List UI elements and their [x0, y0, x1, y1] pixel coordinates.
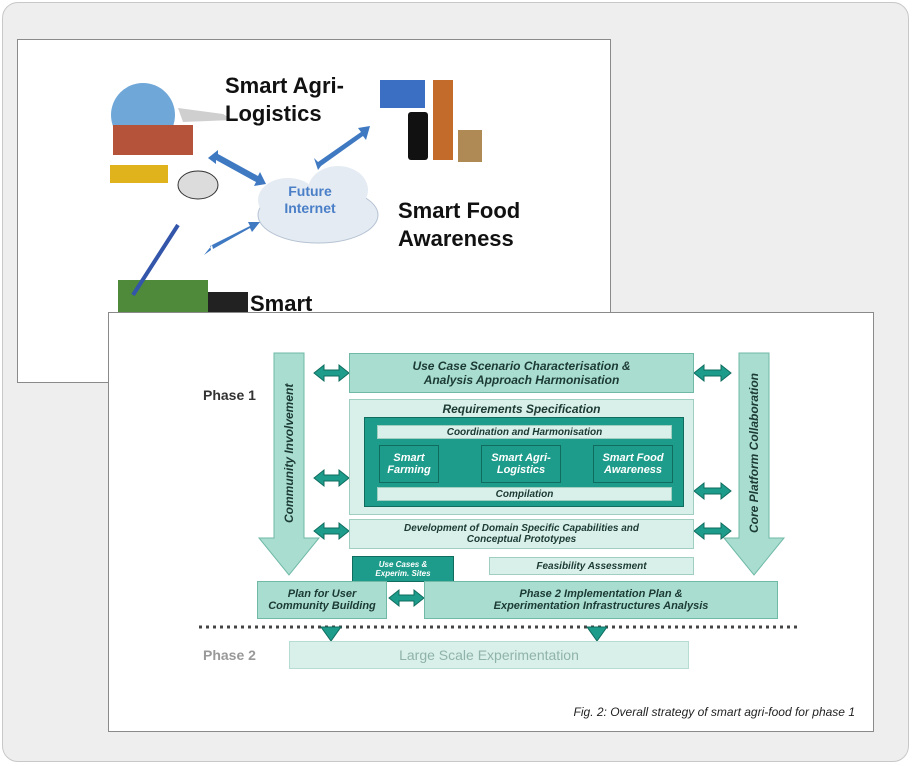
coordination-bar: Coordination and Harmonisation: [377, 425, 672, 439]
development-box: Development of Domain Specific Capabilit…: [349, 519, 694, 549]
airplane-icon: [178, 108, 233, 122]
mouse-icon: [177, 170, 219, 200]
figure-graphics: [199, 352, 799, 642]
container-icon: [113, 125, 193, 155]
smart-agri-logistics-box: Smart Agri-Logistics: [481, 445, 561, 483]
grocery-bag-icon: [458, 130, 482, 162]
truck-icon: [110, 165, 168, 183]
figure-caption: Fig. 2: Overall strategy of smart agri-f…: [573, 705, 855, 719]
strategy-figure: Phase 1 Phase 2 Community Involvement Co…: [108, 312, 874, 732]
use-case-box: Use Case Scenario Characterisation &Anal…: [349, 353, 694, 393]
large-scale-box: Large Scale Experimentation: [289, 641, 689, 669]
compilation-bar: Compilation: [377, 487, 672, 501]
double-arrow-icon: [204, 126, 370, 255]
shopper-icon: [433, 80, 453, 160]
experimentation-sites-box: Use Cases &Experim. Sites: [352, 556, 454, 582]
core-platform-label: Core Platform Collaboration: [747, 372, 761, 533]
credit-card-icon: [380, 80, 425, 108]
phase1-label: Phase 1: [203, 387, 256, 403]
smartphone-icon: [408, 112, 428, 160]
feasibility-box: Feasibility Assessment: [489, 557, 694, 575]
agri-logistics-label: Smart Agri-Logistics: [225, 73, 344, 126]
phase2-plan-box: Phase 2 Implementation Plan &Experimenta…: [424, 581, 778, 619]
smart-farming-partial-label: Smart: [250, 291, 313, 316]
community-involvement-label: Community Involvement: [282, 383, 296, 523]
phase2-label: Phase 2: [203, 647, 256, 663]
cloud-icon: [257, 166, 379, 244]
